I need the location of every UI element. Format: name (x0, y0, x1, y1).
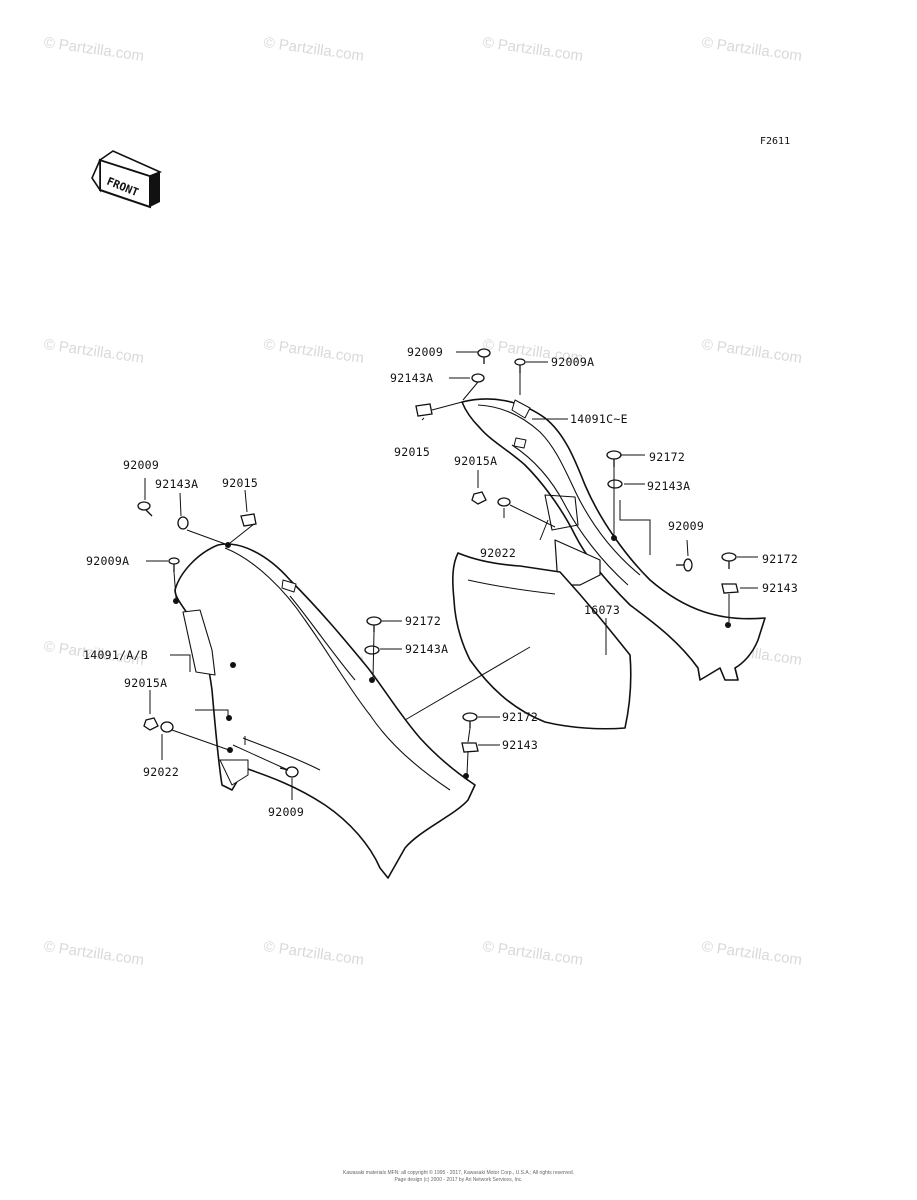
figure-code: F2611 (760, 136, 791, 147)
part-label-92143a[interactable]: 92143A (405, 642, 449, 656)
screw-icon (285, 766, 299, 778)
washer-icon (607, 479, 623, 489)
nut-icon (461, 742, 479, 753)
washer-icon (160, 721, 174, 733)
part-label-92172[interactable]: 92172 (405, 614, 442, 628)
copyright-line-1: Kawasaki materials MFN: all copyright © … (343, 1170, 574, 1176)
part-label-92009a[interactable]: 92009A (551, 355, 595, 369)
screw-icon (721, 552, 737, 562)
part-label-92015[interactable]: 92015 (394, 445, 431, 459)
washer-icon (364, 645, 380, 655)
part-label-92143a[interactable]: 92143A (155, 477, 199, 491)
clip-icon (415, 403, 433, 417)
screw-icon (462, 712, 478, 722)
part-label-92009[interactable]: 92009 (668, 519, 705, 533)
copyright-line-2: Page design (c) 2000 - 2017 by Ari Netwo… (394, 1177, 523, 1183)
screw-icon (514, 358, 526, 366)
part-label-92172[interactable]: 92172 (502, 710, 539, 724)
left-side-cover (173, 542, 476, 879)
screw-icon (168, 557, 180, 565)
part-label-92015[interactable]: 92015 (222, 476, 259, 490)
part-label-92143[interactable]: 92143 (502, 738, 539, 752)
part-label-92009[interactable]: 92009 (123, 458, 160, 472)
leader-lines (144, 351, 758, 800)
front-arrow-icon: FRONT (91, 150, 163, 209)
part-label-92022[interactable]: 92022 (143, 765, 180, 779)
clip-icon (240, 513, 257, 527)
washer-icon (177, 516, 189, 530)
washer-icon (471, 373, 485, 383)
part-label-92009[interactable]: 92009 (268, 805, 305, 819)
center-panel (452, 552, 632, 730)
part-label-14091-a-b[interactable]: 14091/A/B (83, 648, 149, 662)
part-label-16073[interactable]: 16073 (584, 603, 621, 617)
washer-icon (497, 497, 511, 507)
part-label-92143a[interactable]: 92143A (390, 371, 434, 385)
nut-icon (721, 583, 739, 594)
screw-icon (606, 450, 622, 460)
part-label-92015a[interactable]: 92015A (454, 454, 498, 468)
screw-icon (477, 348, 491, 358)
part-label-92172[interactable]: 92172 (649, 450, 686, 464)
part-label-92009[interactable]: 92009 (407, 345, 444, 359)
part-label-92143[interactable]: 92143 (762, 581, 799, 595)
part-label-92015a[interactable]: 92015A (124, 676, 168, 690)
fasteners (137, 348, 739, 778)
screw-icon (366, 616, 382, 626)
nut-icon (471, 491, 487, 505)
nut-icon (143, 717, 159, 731)
part-label-92022[interactable]: 92022 (480, 546, 517, 560)
screw-icon (683, 558, 693, 572)
right-side-cover (461, 398, 766, 681)
screw-icon (137, 501, 151, 511)
part-label-14091c-e[interactable]: 14091C~E (570, 412, 628, 426)
part-label-92143a[interactable]: 92143A (647, 479, 691, 493)
part-label-92009a[interactable]: 92009A (86, 554, 130, 568)
part-label-92172[interactable]: 92172 (762, 552, 799, 566)
